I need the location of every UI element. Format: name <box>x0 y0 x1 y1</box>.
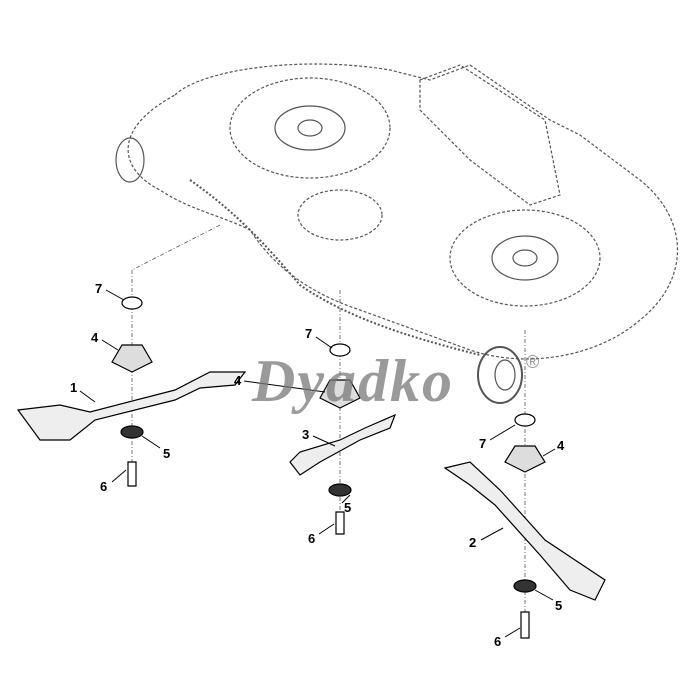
bolt-left <box>127 461 137 487</box>
callout-7-right: 7 <box>479 436 487 451</box>
washer-right <box>514 413 536 427</box>
hub-left <box>111 344 153 373</box>
callout-7-center: 7 <box>305 326 313 341</box>
callout-6-left: 6 <box>100 479 108 494</box>
callout-4-left: 4 <box>91 330 99 345</box>
callout-6-center: 6 <box>308 531 316 546</box>
mower-deck <box>127 63 679 360</box>
callout-5-center: 5 <box>344 500 352 515</box>
front-wheel-right <box>477 346 523 404</box>
spring-washer-center <box>328 483 352 497</box>
leader-lines <box>79 289 556 638</box>
callout-6-right: 6 <box>494 634 502 649</box>
callout-5-left: 5 <box>163 446 171 461</box>
bolt-center <box>335 511 345 535</box>
center-spindle-housing <box>297 189 383 241</box>
left-spindle-housing <box>229 77 391 179</box>
front-wheel-left <box>115 137 145 183</box>
hub-center <box>319 379 361 409</box>
callout-4-right: 4 <box>557 438 565 453</box>
hub-right <box>504 445 546 473</box>
callout-2: 2 <box>469 535 477 550</box>
callout-1: 1 <box>70 380 78 395</box>
spring-washer-right <box>513 579 537 593</box>
spring-washer-left <box>120 425 144 439</box>
blade-right <box>443 461 606 601</box>
callout-3: 3 <box>302 427 310 442</box>
bolt-right <box>520 611 530 639</box>
washer-left <box>121 296 143 310</box>
blade-left <box>16 371 247 441</box>
registered-mark: ® <box>526 352 540 372</box>
callout-4-center: 4 <box>234 373 242 388</box>
watermark-logo: Dyadko <box>252 348 454 414</box>
washer-center <box>329 343 351 357</box>
blade-center <box>289 413 397 476</box>
callout-7-left: 7 <box>95 281 103 296</box>
right-spindle-housing <box>449 209 601 307</box>
belt-cover <box>419 64 561 206</box>
callout-5-right: 5 <box>555 598 563 613</box>
